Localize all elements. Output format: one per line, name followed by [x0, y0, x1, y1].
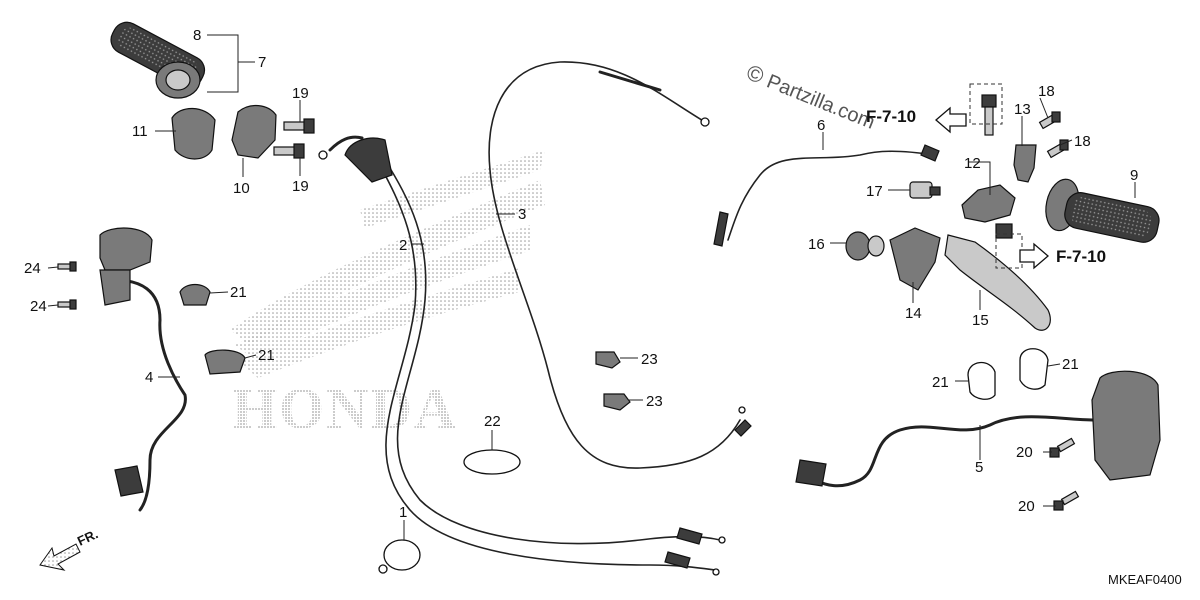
screw-18-upper — [1038, 111, 1061, 130]
throttle-housing-cover[interactable] — [231, 105, 277, 159]
callout-1[interactable]: 1 — [399, 504, 407, 521]
callout-11[interactable]: 11 — [132, 123, 148, 140]
callout-17[interactable]: 17 — [866, 183, 883, 200]
callout-23-a[interactable]: 23 — [641, 351, 658, 368]
fr-direction-label: FR. — [75, 526, 100, 548]
hollow-arrow-left-icon — [935, 106, 967, 134]
cable-clamp-21-b — [204, 349, 246, 375]
callout-7[interactable]: 7 — [258, 54, 266, 71]
right-grip[interactable] — [1041, 176, 1163, 251]
clutch-lever[interactable] — [944, 234, 1051, 331]
callout-24-upper[interactable]: 24 — [24, 260, 41, 277]
callout-18-upper[interactable]: 18 — [1038, 83, 1055, 100]
band-21-d — [1019, 348, 1049, 390]
leader-lines — [47, 34, 1136, 540]
callout-4[interactable]: 4 — [145, 369, 153, 386]
callout-24-lower[interactable]: 24 — [30, 298, 47, 315]
cable-6[interactable] — [727, 150, 936, 241]
left-switch-unit[interactable] — [99, 227, 153, 271]
callout-18-lower[interactable]: 18 — [1074, 133, 1091, 150]
connector-4 — [114, 465, 144, 497]
throttle-housing[interactable] — [171, 107, 216, 160]
callout-15[interactable]: 15 — [972, 312, 989, 329]
reference-box-upper — [969, 83, 1003, 125]
honda-brand-text: HONDA — [232, 376, 458, 441]
callout-21-c[interactable]: 21 — [932, 374, 949, 391]
callout-5[interactable]: 5 — [975, 459, 983, 476]
callout-9[interactable]: 9 — [1130, 167, 1138, 184]
screw-18-lower — [1046, 139, 1069, 159]
screw-20-lower — [1053, 490, 1080, 511]
cable-3[interactable] — [488, 61, 741, 469]
band-1 — [383, 539, 421, 571]
cable-clamp-21-a — [179, 283, 211, 306]
hollow-arrow-right-icon — [1019, 242, 1049, 270]
callout-12[interactable]: 12 — [964, 155, 981, 172]
adjuster-nut[interactable] — [845, 231, 885, 261]
callout-21-b[interactable]: 21 — [258, 347, 275, 364]
perch-bolt[interactable] — [981, 94, 997, 136]
screw-24-lower — [57, 299, 77, 310]
hot-start-lever[interactable] — [1013, 144, 1037, 183]
callout-10[interactable]: 10 — [233, 180, 250, 197]
screw-24-upper — [57, 261, 77, 272]
callout-20-lower[interactable]: 20 — [1018, 498, 1035, 515]
callout-21-d[interactable]: 21 — [1062, 356, 1079, 373]
clip-23-a — [595, 351, 621, 369]
clip-23-b — [603, 393, 631, 411]
screw-19-upper — [283, 118, 315, 134]
reference-label-lower[interactable]: F-7-10 — [1056, 247, 1106, 266]
harness-5[interactable] — [813, 415, 1097, 488]
pivot-nut — [995, 223, 1013, 239]
callout-3[interactable]: 3 — [518, 206, 526, 223]
callout-21-a[interactable]: 21 — [230, 284, 247, 301]
band-21-c — [967, 361, 996, 400]
lever-holder[interactable] — [889, 227, 941, 291]
screw-20-upper — [1049, 437, 1076, 458]
callout-19-upper[interactable]: 19 — [292, 85, 309, 102]
callout-6[interactable]: 6 — [817, 117, 825, 134]
cable-2a[interactable] — [384, 159, 721, 545]
diagram-code: MKEAF0400 — [1108, 572, 1182, 587]
clutch-lever-bracket[interactable] — [961, 184, 1016, 223]
band-22 — [463, 449, 521, 475]
callout-20-upper[interactable]: 20 — [1016, 444, 1033, 461]
cable-2b[interactable] — [377, 161, 716, 571]
callout-23-b[interactable]: 23 — [646, 393, 663, 410]
callout-8[interactable]: 8 — [193, 27, 201, 44]
callout-19-lower[interactable]: 19 — [292, 178, 309, 195]
copyright-symbol: © — [743, 59, 767, 88]
throttle-pipe[interactable] — [155, 61, 201, 99]
callout-13[interactable]: 13 — [1014, 101, 1031, 118]
right-switch-unit[interactable] — [1091, 370, 1161, 481]
reference-label-upper[interactable]: F-7-10 — [866, 107, 916, 126]
honda-wing-logo: HONDA — [230, 150, 545, 441]
screw-19-lower — [273, 143, 305, 159]
fr-direction-arrow-icon — [39, 543, 81, 571]
callout-16[interactable]: 16 — [808, 236, 825, 253]
connector-5 — [795, 459, 827, 487]
callout-22[interactable]: 22 — [484, 413, 501, 430]
callout-2[interactable]: 2 — [399, 237, 407, 254]
cable-adjuster[interactable] — [909, 181, 941, 199]
callout-14[interactable]: 14 — [905, 305, 922, 322]
partzilla-watermark: © Partzilla.com — [743, 59, 878, 133]
harness-4[interactable] — [113, 278, 187, 512]
